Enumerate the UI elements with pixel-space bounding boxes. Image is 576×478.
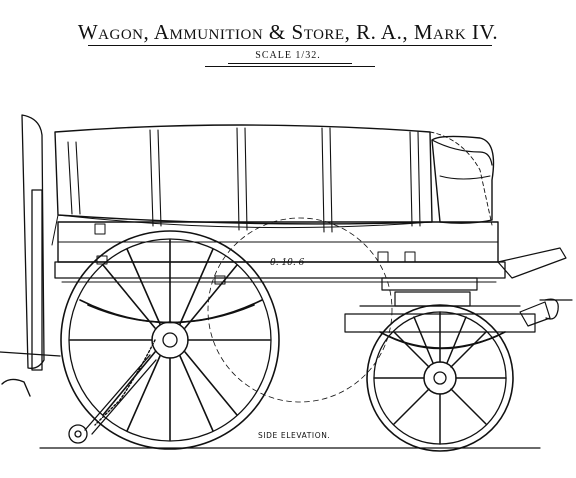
undercarriage [344, 247, 573, 333]
lock-circle [207, 217, 393, 403]
right-wheel [366, 304, 514, 452]
scale-underline-long [205, 66, 375, 67]
dimension-annotation: 0. 10. 6 [270, 258, 305, 268]
driver-seat [431, 135, 495, 224]
scale-underline-short [228, 63, 352, 64]
wagon-body [54, 221, 506, 285]
splinter-bar [0, 114, 61, 397]
drag-shoe [68, 354, 157, 444]
canvas-cover [51, 124, 493, 246]
springs [79, 299, 506, 350]
drawing-title: Wagon, Ammunition & Store, R. A., Mark I… [77, 20, 499, 44]
title-underline [88, 45, 492, 46]
scale-label: SCALE 1/32. [255, 50, 321, 61]
view-caption: SIDE ELEVATION. [258, 431, 331, 440]
drag-chain [94, 339, 156, 426]
cover-straps [67, 127, 421, 233]
left-wheel [60, 230, 280, 450]
rear-hook [544, 298, 559, 320]
